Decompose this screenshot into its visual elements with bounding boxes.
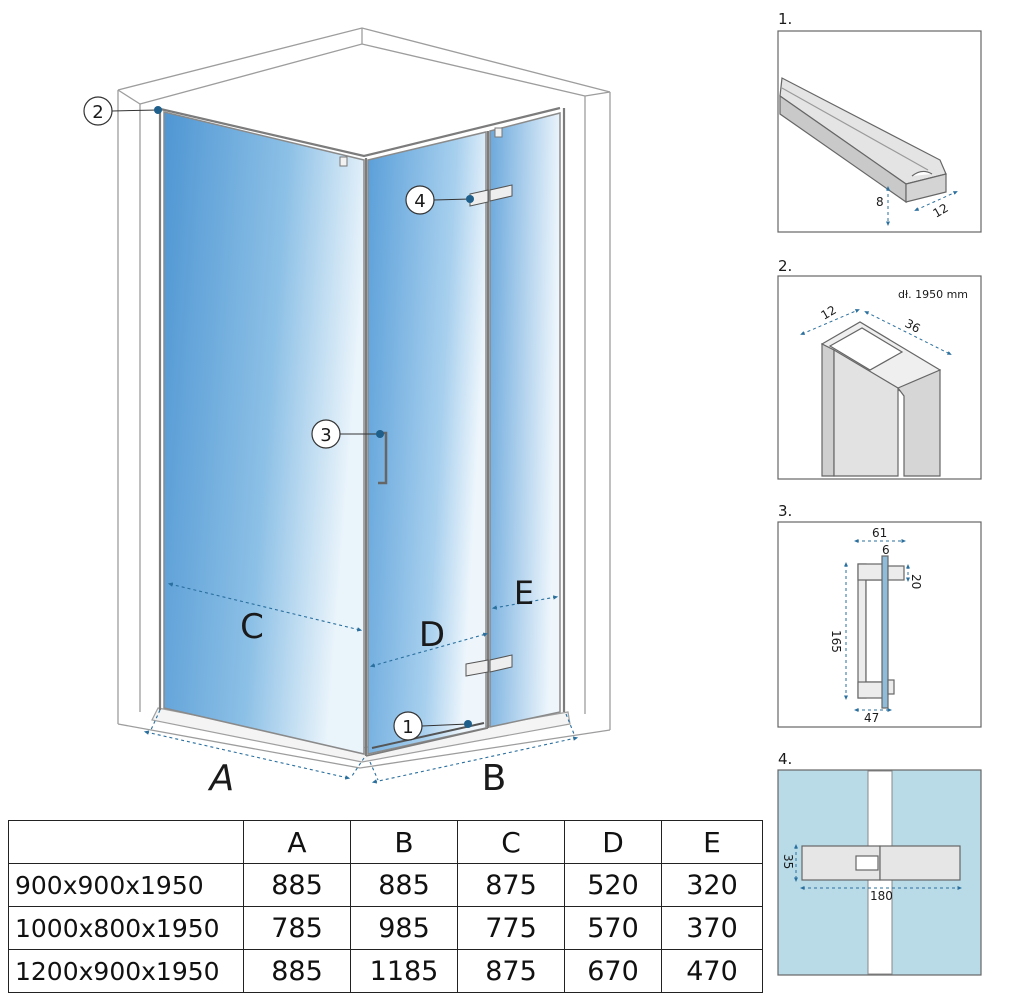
detail-2-length-note: dł. 1950 mm bbox=[898, 288, 968, 301]
frame-profiles bbox=[155, 106, 566, 757]
callout-4: 4 bbox=[405, 185, 474, 215]
dimension-lines bbox=[143, 582, 579, 784]
callout-3: 3 bbox=[311, 419, 384, 449]
detail-3-thickness-label: 6 bbox=[882, 543, 890, 557]
detail-4-height-label: 35 bbox=[781, 854, 795, 869]
table-cell: 570 bbox=[564, 906, 662, 950]
detail-3-height-label: 165 bbox=[829, 630, 843, 653]
detail-3-width-label: 61 bbox=[872, 526, 887, 540]
table-cell-model: 1000x800x1950 bbox=[8, 906, 244, 950]
table-header-cell: D bbox=[564, 820, 662, 864]
table-cell: 985 bbox=[350, 906, 458, 950]
table-cell-model: 900x900x1950 bbox=[8, 863, 244, 907]
dimension-letter-a: A bbox=[208, 758, 235, 799]
table-cell: 875 bbox=[457, 949, 565, 993]
table-cell: 520 bbox=[564, 863, 662, 907]
table-header-cell bbox=[8, 820, 244, 864]
table-cell: 785 bbox=[243, 906, 351, 950]
detail-2-title: 2. bbox=[778, 257, 792, 275]
table-cell: 320 bbox=[661, 863, 763, 907]
table-cell: 775 bbox=[457, 906, 565, 950]
detail-4-dimensions bbox=[794, 844, 962, 890]
table-header-cell: C bbox=[457, 820, 565, 864]
table-row: 1200x900x1950 885 1185 875 670 470 bbox=[8, 949, 763, 993]
callout-2: 2 bbox=[83, 96, 162, 126]
table-header-cell: A bbox=[243, 820, 351, 864]
detail-1-title: 1. bbox=[778, 10, 792, 28]
detail-3-handle-drawing bbox=[857, 555, 905, 709]
detail-1-dimensions bbox=[886, 186, 958, 226]
table-cell: 885 bbox=[243, 863, 351, 907]
detail-4-title: 4. bbox=[778, 750, 792, 768]
detail-3-base-label: 47 bbox=[864, 711, 879, 725]
dimension-letter-b: B bbox=[482, 758, 507, 799]
detail-1-height-label: 8 bbox=[876, 195, 884, 209]
table-header-cell: B bbox=[350, 820, 458, 864]
dimensions-table: A B C D E 900x900x1950 885 885 875 520 3… bbox=[8, 820, 763, 993]
door-hinge-top bbox=[469, 184, 513, 207]
detail-2-dimensions bbox=[800, 309, 952, 355]
top-bracket-left bbox=[339, 156, 348, 167]
callout-number-2: 2 bbox=[92, 102, 103, 123]
callout-number-3: 3 bbox=[320, 425, 331, 446]
table-header-cell: E bbox=[661, 820, 763, 864]
dimension-letter-d: D bbox=[419, 615, 445, 655]
fixed-glass-panel bbox=[489, 112, 561, 728]
table-cell: 470 bbox=[661, 949, 763, 993]
table-header-row: A B C D E bbox=[8, 820, 763, 864]
detail-1-width-label: 12 bbox=[931, 201, 951, 221]
table-cell-model: 1200x900x1950 bbox=[8, 949, 244, 993]
callout-number-1: 1 bbox=[402, 717, 413, 738]
detail-4-length-label: 180 bbox=[870, 889, 893, 903]
detail-1-profile-drawing bbox=[779, 77, 947, 204]
table-cell: 875 bbox=[457, 863, 565, 907]
callout-number-4: 4 bbox=[414, 191, 425, 212]
detail-3-depth-label: 20 bbox=[909, 574, 923, 589]
detail-3-title: 3. bbox=[778, 502, 792, 520]
detail-3-dimensions bbox=[844, 539, 910, 712]
detail-4-hinge-drawing bbox=[801, 845, 961, 881]
table-cell: 670 bbox=[564, 949, 662, 993]
dimension-letter-c: C bbox=[240, 607, 264, 647]
table-cell: 1185 bbox=[350, 949, 458, 993]
table-row: 900x900x1950 885 885 875 520 320 bbox=[8, 863, 763, 907]
table-cell: 885 bbox=[350, 863, 458, 907]
callout-1: 1 bbox=[393, 711, 472, 741]
table-cell: 885 bbox=[243, 949, 351, 993]
table-cell: 370 bbox=[661, 906, 763, 950]
top-bracket-right bbox=[494, 127, 503, 138]
detail-2-depth-label: 12 bbox=[819, 303, 839, 323]
dimension-letter-e: E bbox=[514, 574, 534, 612]
table-row: 1000x800x1950 785 985 775 570 370 bbox=[8, 906, 763, 950]
detail-2-width-label: 36 bbox=[903, 316, 923, 336]
